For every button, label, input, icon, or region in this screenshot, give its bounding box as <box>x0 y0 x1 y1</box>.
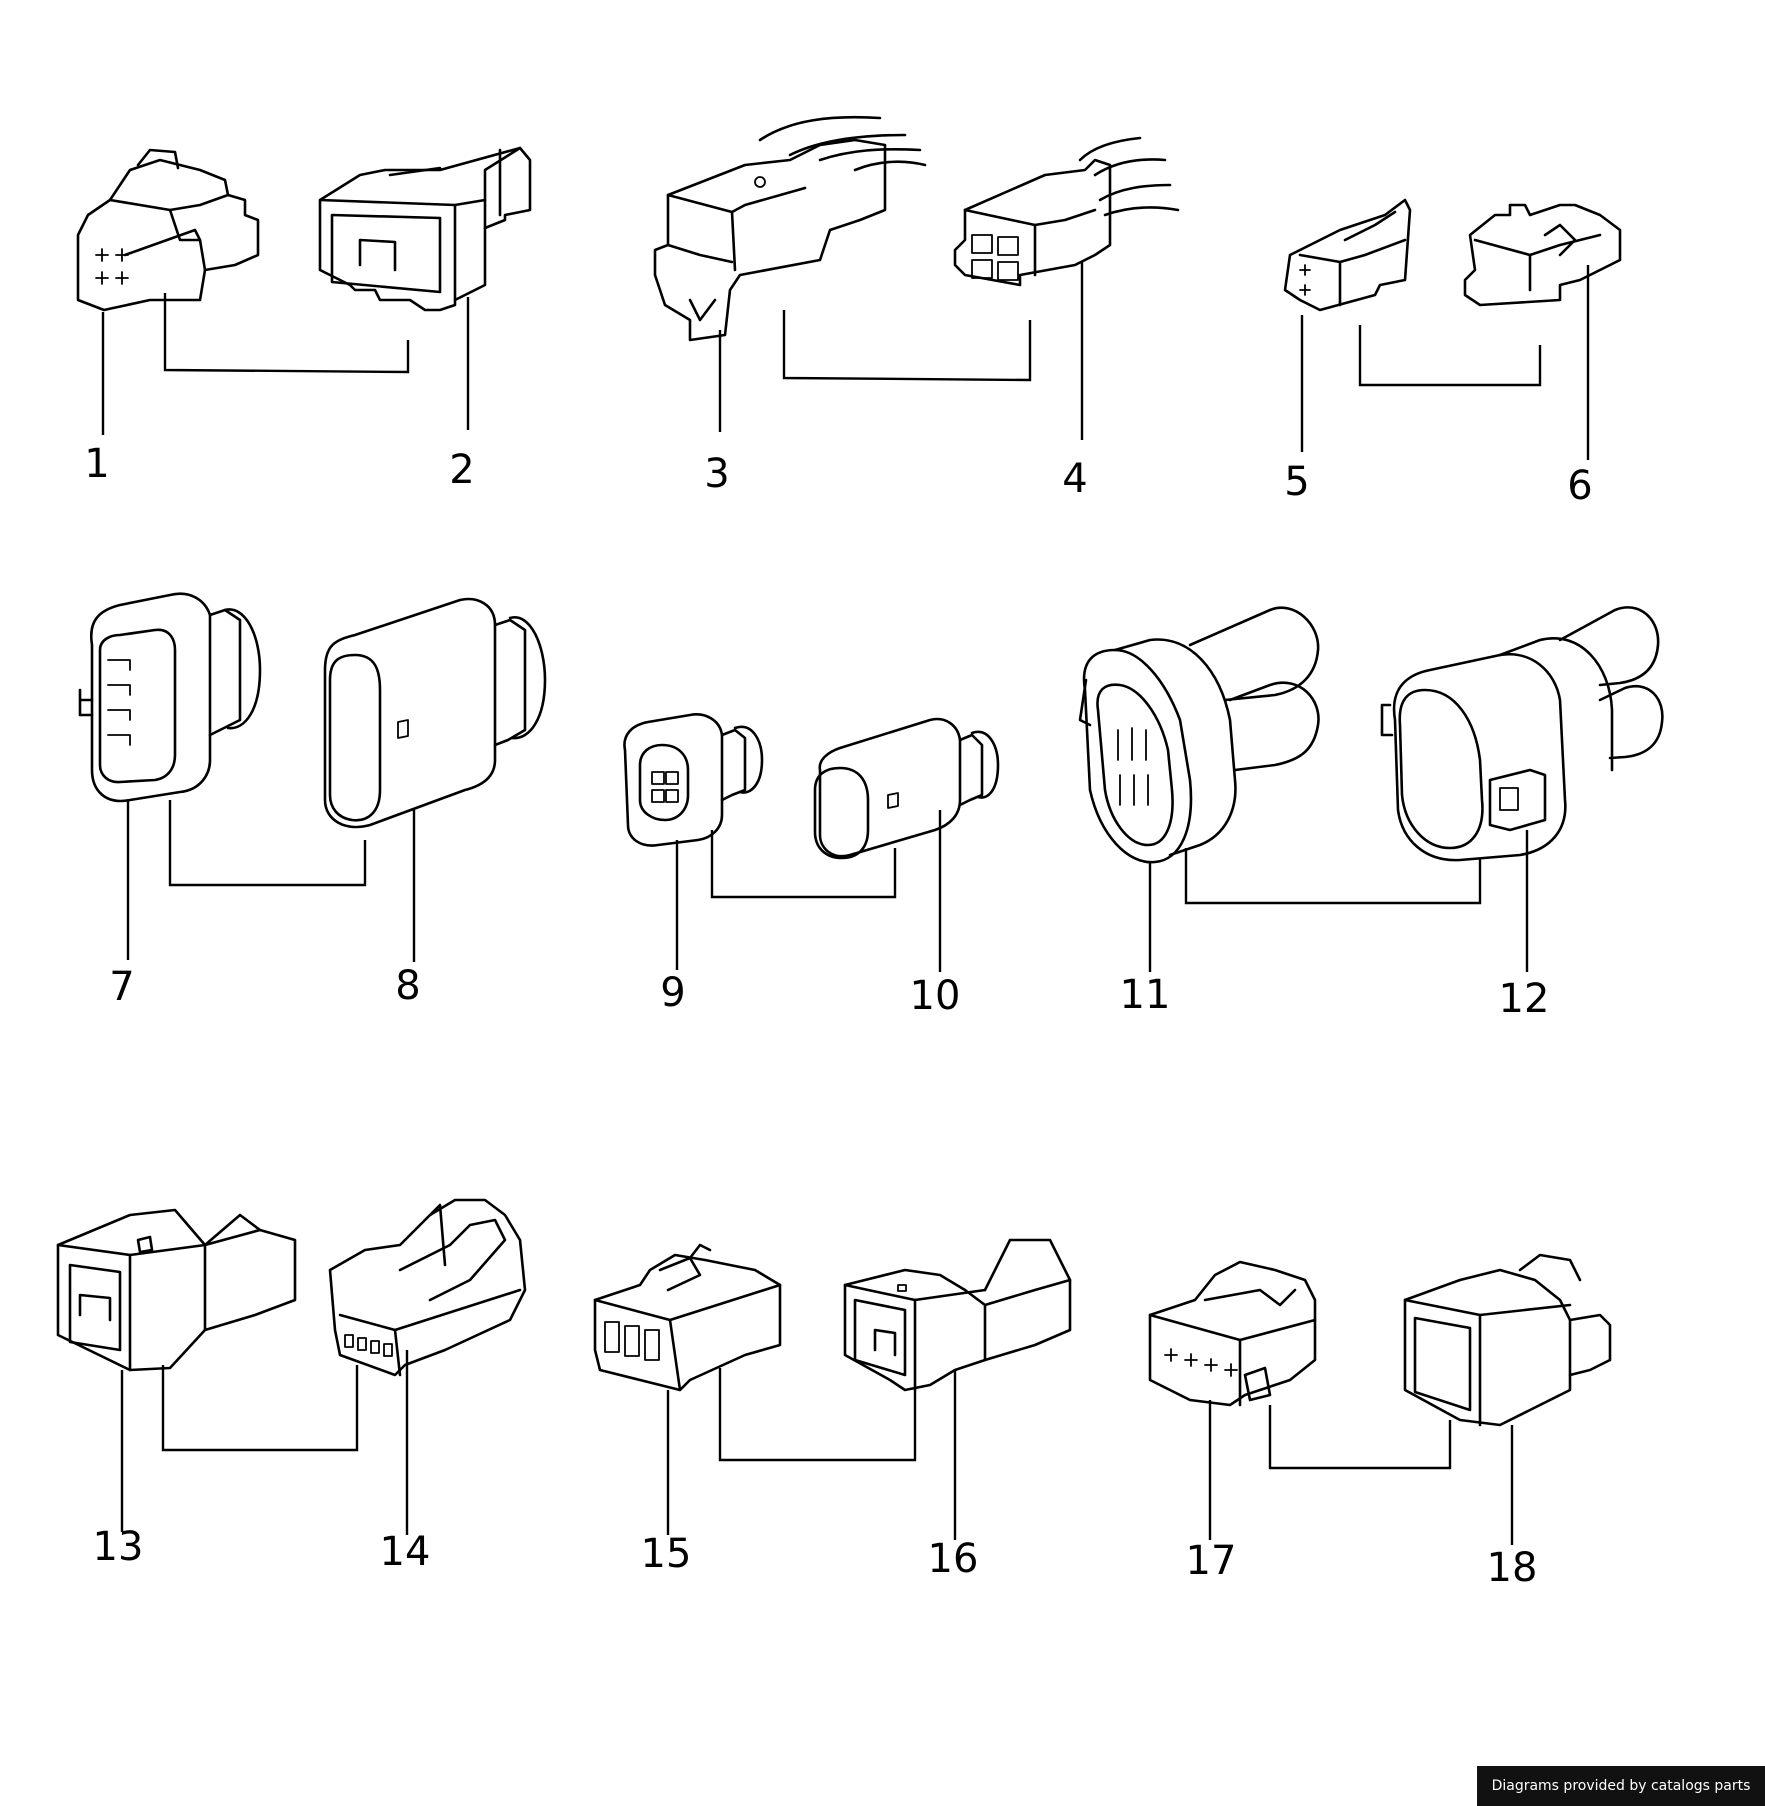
connector-part-11 <box>1078 606 1320 864</box>
connector-part-15 <box>593 1243 782 1392</box>
part-label-14: 14 <box>380 1529 431 1575</box>
part-label-11: 11 <box>1120 972 1171 1018</box>
connector-part-10 <box>813 717 1000 860</box>
part-label-4: 4 <box>1062 456 1087 502</box>
connector-part-4 <box>953 136 1180 287</box>
part-label-1: 1 <box>84 441 109 487</box>
connector-part-3 <box>653 115 927 342</box>
connector-part-2 <box>318 146 532 312</box>
connector-part-9 <box>623 713 764 847</box>
part-label-3: 3 <box>704 451 729 497</box>
part-label-7: 7 <box>109 964 134 1010</box>
part-number-labels: 1 2 3 4 5 6 7 8 9 10 11 12 13 14 15 16 1… <box>84 441 1592 1591</box>
connector-part-12 <box>1380 606 1664 862</box>
connector-part-5 <box>1283 198 1412 312</box>
part-label-12: 12 <box>1499 976 1550 1022</box>
connector-part-1 <box>76 148 260 312</box>
part-label-6: 6 <box>1567 463 1592 509</box>
leader-lines <box>101 262 1590 1545</box>
connector-part-7 <box>78 592 262 803</box>
connector-part-16 <box>843 1238 1072 1392</box>
part-label-13: 13 <box>93 1524 144 1570</box>
connector-part-14 <box>328 1198 527 1377</box>
connector-part-13 <box>56 1208 297 1372</box>
part-label-16: 16 <box>928 1536 979 1582</box>
part-label-9: 9 <box>660 970 685 1016</box>
part-label-2: 2 <box>449 447 474 493</box>
part-label-17: 17 <box>1186 1538 1237 1584</box>
part-label-18: 18 <box>1487 1545 1538 1591</box>
connector-part-6 <box>1463 203 1622 307</box>
connector-part-18 <box>1403 1253 1612 1427</box>
part-label-10: 10 <box>910 973 961 1019</box>
part-label-8: 8 <box>395 963 420 1009</box>
part-label-15: 15 <box>641 1531 692 1577</box>
part-label-5: 5 <box>1284 459 1309 505</box>
credit-footer: Diagrams provided by catalogs parts <box>1477 1766 1765 1806</box>
connector-part-8 <box>323 597 547 829</box>
connector-part-17 <box>1148 1260 1317 1407</box>
